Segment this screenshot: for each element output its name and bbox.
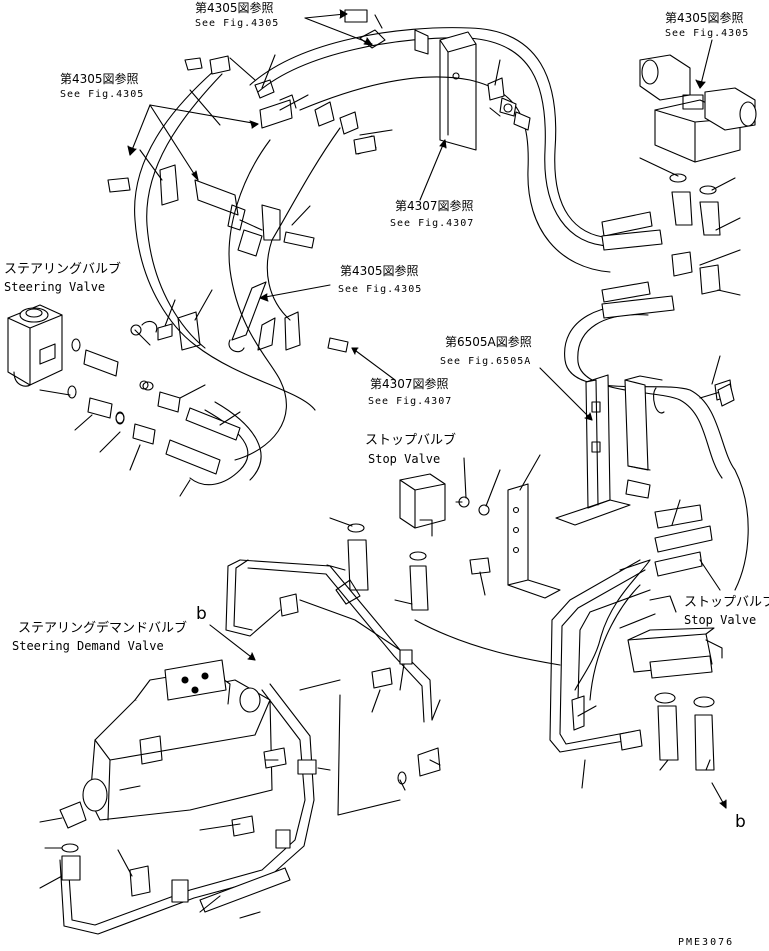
lower-fittings xyxy=(59,593,643,913)
center-bracket xyxy=(458,483,561,599)
small-parts xyxy=(115,55,735,424)
steering-valve xyxy=(7,304,63,387)
steering-demand-valve-jp: ステアリングデマンドバルブ xyxy=(18,621,188,636)
stop-valve-right-en: Stop Valve xyxy=(684,613,757,627)
stop-valve-right-jp: ストップバルブ xyxy=(684,595,769,610)
ref-top-right-en: See Fig.4305 xyxy=(665,28,750,39)
ref-top-center-en: See Fig.4305 xyxy=(195,18,280,29)
ref-top-center-jp: 第4305図参照 xyxy=(195,1,274,15)
steering-demand-valve xyxy=(82,659,273,821)
stop-valve-center-jp: ストップバルブ xyxy=(365,433,457,448)
connection-mark-b-lower: b xyxy=(735,812,746,832)
ref-upper-left-jp: 第4305図参照 xyxy=(60,72,139,86)
ref-6505a-en: See Fig.6505A xyxy=(440,356,532,367)
fig-6505a-brackets xyxy=(555,374,733,526)
solenoid-valve-block xyxy=(639,54,757,295)
ref-middle-en: See Fig.4305 xyxy=(338,284,423,295)
ref-bracket-4307-en: See Fig.4307 xyxy=(390,218,475,229)
stop-valve-right xyxy=(627,504,723,771)
right-hose-ends xyxy=(601,211,675,319)
stop-valve-center xyxy=(335,473,446,611)
ref-6505a-jp: 第6505A図参照 xyxy=(445,335,532,349)
ref-middle-jp: 第4305図参照 xyxy=(340,264,419,278)
upper-clamps xyxy=(107,9,531,257)
drawing-code: PME3076 xyxy=(678,937,735,948)
steering-valve-en: Steering Valve xyxy=(4,280,106,294)
ref-upper-left-en: See Fig.4305 xyxy=(60,89,145,100)
pipe-lower-right xyxy=(549,559,651,753)
ref-lower-4307-en: See Fig.4307 xyxy=(368,396,453,407)
middle-brackets xyxy=(141,281,349,353)
steering-valve-jp: ステアリングバルブ xyxy=(4,262,122,277)
stop-valve-center-en: Stop Valve xyxy=(368,452,441,466)
connection-mark-b-upper: b xyxy=(196,604,207,624)
leader-lines xyxy=(39,9,741,919)
steering-fittings xyxy=(67,338,241,475)
ref-bracket-4307-jp: 第4307図参照 xyxy=(395,199,474,213)
ref-top-right-jp: 第4305図参照 xyxy=(665,11,744,25)
steering-demand-valve-en: Steering Demand Valve xyxy=(12,639,164,653)
ref-lower-4307-jp: 第4307図参照 xyxy=(370,377,449,391)
